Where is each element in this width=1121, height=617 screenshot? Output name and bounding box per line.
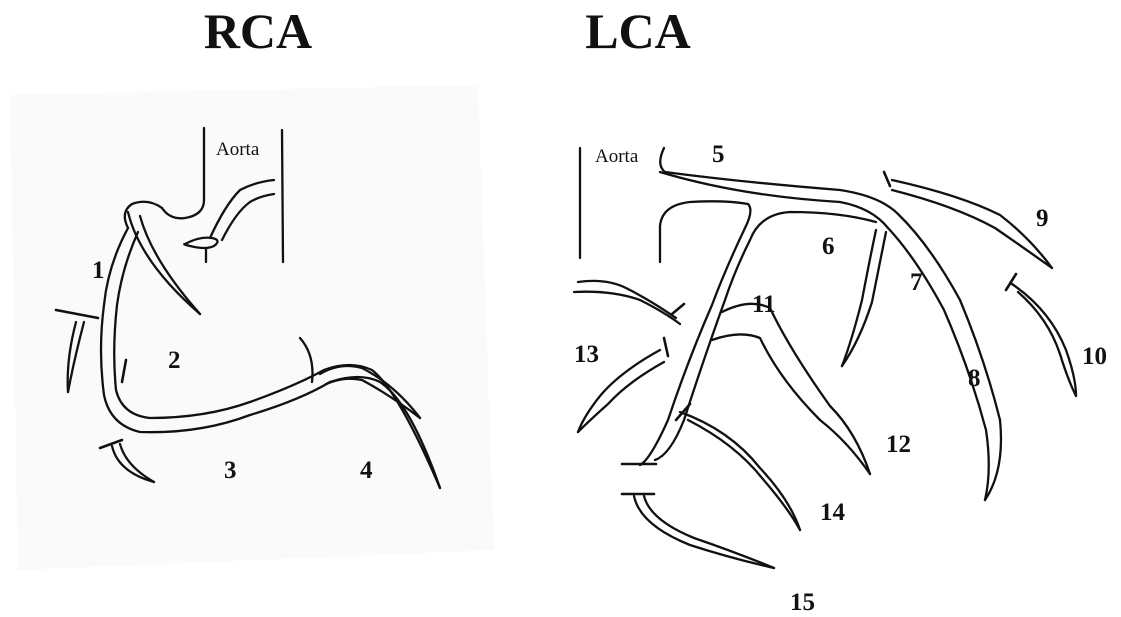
lca-segment-marker-9 — [884, 172, 890, 186]
lca-lcx-inner — [655, 212, 876, 460]
lca-segment-14-label: 14 — [820, 499, 846, 526]
lca-left-branch-outer — [574, 292, 680, 324]
lca-title: LCA — [585, 3, 691, 59]
lca-segment-marker-11 — [672, 304, 684, 314]
rca-segment-2-label: 2 — [168, 347, 181, 374]
lca-diagonal-9-outer — [892, 180, 1052, 268]
lca-segment-5-label: 5 — [712, 141, 725, 168]
lca-lad-inner — [660, 172, 989, 500]
lca-segment-13-branch-inner — [578, 362, 664, 432]
rca-segment-1-label: 1 — [92, 257, 105, 284]
rca-title: RCA — [204, 3, 312, 59]
lca-segment-11-label: 11 — [752, 291, 776, 318]
lca-aorta-label: Aorta — [595, 146, 639, 167]
lca-segment-marker-13 — [664, 338, 668, 356]
lca-segment-13-label: 13 — [574, 341, 599, 368]
rca-segment-3-label: 3 — [224, 457, 237, 484]
rca-aorta-label: Aorta — [216, 139, 260, 160]
lca-segment-15-label: 15 — [790, 589, 815, 616]
lca-panel: Aorta — [574, 141, 1107, 616]
lca-lcx-outer — [640, 201, 750, 465]
lca-segment-7-label: 7 — [910, 269, 923, 296]
lca-diagonal-10-outer — [1012, 284, 1076, 396]
rca-aorta-right-wall — [282, 130, 283, 262]
lca-segment-9-label: 9 — [1036, 205, 1049, 232]
lca-segment-12-label: 12 — [886, 431, 911, 458]
lca-segment-10-label: 10 — [1082, 343, 1107, 370]
lca-diagonal-10-inner — [1018, 292, 1076, 396]
lca-segment-8-label: 8 — [968, 365, 981, 392]
lca-segment-6-branch-outer — [842, 230, 876, 366]
lca-om-12-outer — [722, 304, 870, 474]
lca-segment-14-branch-outer — [680, 412, 800, 530]
lca-segment-15-branch-outer — [634, 496, 774, 568]
lca-segment-14-branch-inner — [688, 420, 800, 530]
lca-segment-6-label: 6 — [822, 233, 835, 260]
rca-panel: Aorta 1 2 3 4 — [10, 85, 494, 570]
rca-segment-4-label: 4 — [360, 457, 373, 484]
lca-segment-marker-10 — [1006, 274, 1016, 290]
